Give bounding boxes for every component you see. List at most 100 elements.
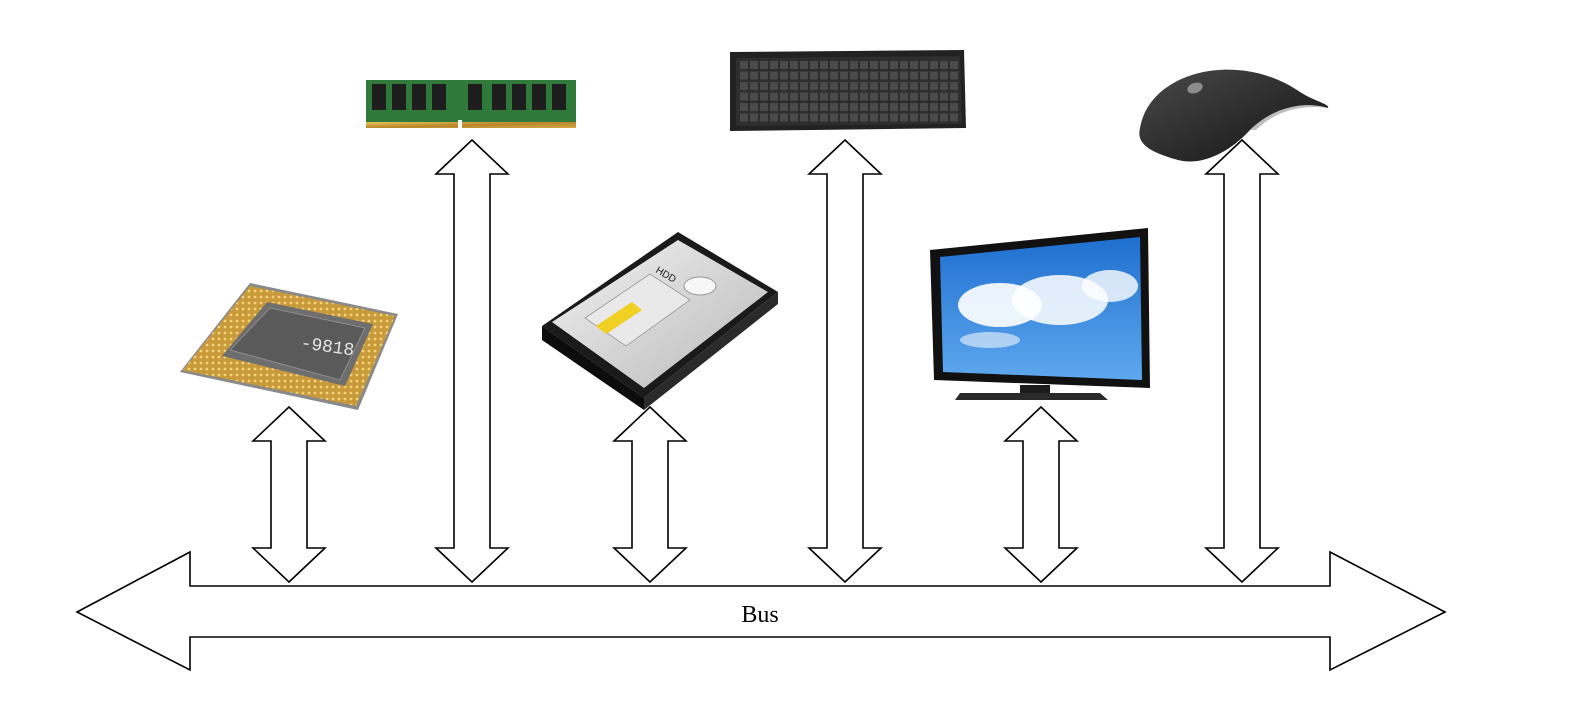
keyboard-key [910, 71, 918, 80]
keyboard-key [790, 61, 798, 69]
keyboard-key [750, 92, 758, 101]
keyboard-key [810, 61, 818, 69]
keyboard-key [860, 61, 868, 69]
keyboard-key [950, 71, 958, 80]
keyboard-key [930, 92, 938, 101]
keyboard-key [880, 113, 888, 122]
keyboard-key [770, 61, 778, 69]
keyboard-key [750, 61, 758, 69]
keyboard-key [890, 103, 898, 111]
keyboard-key [790, 113, 798, 122]
keyboard-key [770, 82, 778, 90]
keyboard-key [850, 103, 858, 111]
keyboard-key [950, 82, 958, 90]
keyboard-key [830, 103, 838, 111]
keyboard-key [820, 103, 828, 111]
keyboard-key [810, 103, 818, 111]
keyboard-key [850, 92, 858, 101]
keyboard-bus-arrow [806, 138, 884, 584]
keyboard-key [940, 71, 948, 80]
keyboard-key [920, 71, 928, 80]
keyboard-key [740, 92, 748, 101]
keyboard-key [950, 113, 958, 122]
keyboard-key [950, 92, 958, 101]
keyboard-key [830, 82, 838, 90]
keyboard-key [900, 71, 908, 80]
keyboard-key [870, 113, 878, 122]
keyboard-key [810, 113, 818, 122]
keyboard-key [920, 82, 928, 90]
keyboard-key [900, 82, 908, 90]
keyboard-key [880, 61, 888, 69]
keyboard-key [850, 82, 858, 90]
keyboard-key [840, 82, 848, 90]
keyboard-key [750, 113, 758, 122]
keyboard-key [760, 82, 768, 90]
keyboard-key [860, 71, 868, 80]
keyboard-key [890, 71, 898, 80]
mouse-bus-arrow [1203, 138, 1281, 584]
keyboard-key [850, 71, 858, 80]
keyboard-key [770, 103, 778, 111]
keyboard-key [780, 103, 788, 111]
keyboard-key [740, 82, 748, 90]
mouse-icon [1139, 69, 1329, 162]
keyboard-key [930, 61, 938, 69]
keyboard-icon [730, 50, 966, 131]
keyboard-key [930, 82, 938, 90]
keyboard-key [910, 103, 918, 111]
bus-label: Bus [741, 602, 778, 628]
keyboard-key [920, 113, 928, 122]
keyboard-key [770, 71, 778, 80]
keyboard-key [920, 61, 928, 69]
keyboard-key [840, 113, 848, 122]
keyboard-key [780, 92, 788, 101]
keyboard-key [740, 71, 748, 80]
keyboard-key [900, 113, 908, 122]
keyboard-key [800, 61, 808, 69]
keyboard-key [870, 82, 878, 90]
keyboard-key [820, 71, 828, 80]
keyboard-key [800, 71, 808, 80]
keyboard-key [830, 113, 838, 122]
keyboard-key [810, 82, 818, 90]
keyboard-key [860, 82, 868, 90]
keyboard-key [860, 103, 868, 111]
keyboard-key [840, 103, 848, 111]
keyboard-key [910, 92, 918, 101]
keyboard-key [760, 103, 768, 111]
keyboard-key [840, 71, 848, 80]
keyboard-key [760, 61, 768, 69]
keyboard-key [750, 82, 758, 90]
keyboard-key [790, 82, 798, 90]
keyboard-key [890, 82, 898, 90]
ram-module-icon [366, 80, 576, 128]
keyboard-key [750, 71, 758, 80]
keyboard-key [940, 61, 948, 69]
keyboard-key [940, 113, 948, 122]
keyboard-key [880, 103, 888, 111]
keyboard-key [810, 71, 818, 80]
keyboard-key [870, 92, 878, 101]
keyboard-key [790, 103, 798, 111]
keyboard-key [820, 92, 828, 101]
keyboard-key [950, 103, 958, 111]
keyboard-key [880, 82, 888, 90]
keyboard-key [780, 82, 788, 90]
keyboard-key [900, 103, 908, 111]
keyboard-key [890, 61, 898, 69]
keyboard-key [760, 92, 768, 101]
monitor-bus-arrow [1002, 405, 1080, 584]
keyboard-key [780, 113, 788, 122]
keyboard-key [930, 103, 938, 111]
keyboard-key [840, 92, 848, 101]
keyboard-key [890, 113, 898, 122]
keyboard-key [740, 103, 748, 111]
keyboard-key [750, 103, 758, 111]
keyboard-key [930, 71, 938, 80]
keyboard-key [780, 61, 788, 69]
bus-arrow [75, 550, 1447, 672]
keyboard-key [860, 92, 868, 101]
cpu-chip-icon: -9818 [180, 283, 398, 410]
